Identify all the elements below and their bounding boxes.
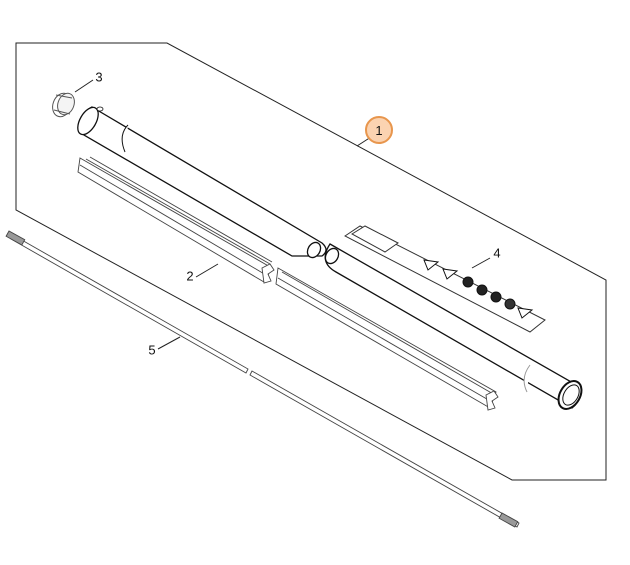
label-part-5[interactable]: 5 (148, 342, 156, 358)
callout-part-1-label: 1 (375, 122, 383, 138)
assembly-frame (15, 42, 607, 481)
label-part-3[interactable]: 3 (95, 69, 103, 85)
drive-shaft-part-5 (5, 230, 520, 528)
lower-tube (324, 243, 583, 410)
liner-part-2 (77, 156, 499, 411)
upper-tube (77, 106, 327, 259)
label-part-4[interactable]: 4 (493, 245, 501, 261)
warning-label-part-4 (344, 225, 546, 333)
label-part-2[interactable]: 2 (186, 268, 194, 284)
end-cap-part-3 (52, 92, 75, 118)
callout-part-1[interactable]: 1 (365, 116, 393, 144)
